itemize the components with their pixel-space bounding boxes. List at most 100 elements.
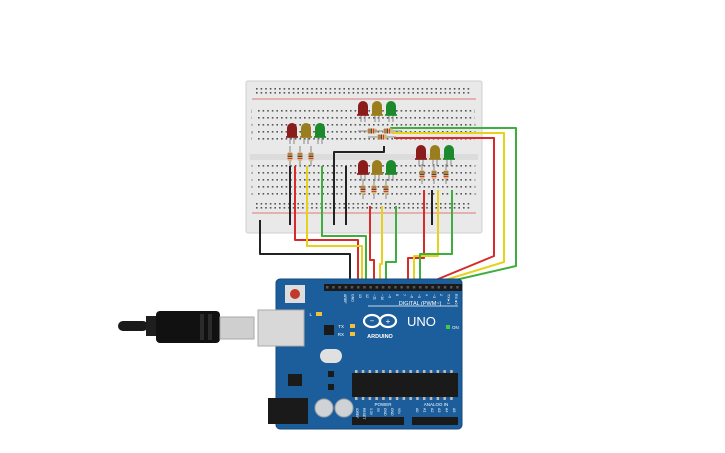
green-led[interactable] [444,145,454,159]
breadboard-hole [469,179,472,181]
jumper-wire[interactable] [394,137,495,285]
header-pin-hole [326,286,329,289]
jumper-wire[interactable] [294,166,359,284]
tx-label: TX [338,324,344,329]
breadboard-hole [440,207,442,209]
breadboard-hole [262,110,265,112]
breadboard-hole [262,186,265,188]
breadboard-hole [463,88,465,90]
breadboard-hole [455,165,458,167]
breadboard-hole [423,179,426,181]
breadboard-hole [389,207,391,209]
power-pin-label: 3.3V [369,408,373,416]
breadboard-hole [453,203,456,205]
digital-header[interactable] [324,284,462,291]
breadboard-hole [276,186,278,188]
breadboard-hole [405,186,407,188]
breadboard-hole [444,207,447,209]
red-led[interactable] [358,160,368,174]
breadboard-hole [313,165,315,167]
breadboard-hole [455,110,458,112]
breadboard-hole [377,117,380,119]
jumper-wire[interactable] [379,206,383,284]
breadboard-hole [467,88,470,90]
reset-button[interactable] [290,289,300,299]
breadboard-hole [455,131,458,133]
red-led[interactable] [416,145,426,159]
jumper-wire[interactable] [321,166,367,284]
jumper-wire[interactable] [385,206,397,284]
usb-plug-grip [208,314,212,340]
breadboard-hole [281,165,283,167]
breadboard-hole [465,131,467,133]
mcu-pin [443,397,446,400]
red-led[interactable] [358,101,368,115]
breadboard-hole [267,193,269,195]
breadboard-hole [394,203,396,205]
jumper-wire[interactable] [333,146,385,225]
breadboard-hole [285,193,288,195]
breadboard-hole [361,92,364,94]
power-header[interactable] [352,417,404,425]
jumper-wire[interactable] [369,206,375,284]
resistor-band [372,128,374,134]
breadboard-hole [258,186,260,188]
breadboard-hole [271,165,274,167]
breadboard-hole [455,117,458,119]
mcu-pin [355,397,358,400]
breadboard-hole [396,110,398,112]
breadboard-hole [297,88,299,90]
yellow-led[interactable] [372,101,382,115]
breadboard-hole [262,172,265,174]
green-led[interactable] [386,160,396,174]
resistor-band [443,175,449,177]
row-letter: g [474,129,476,134]
green-led[interactable] [315,123,325,137]
yellow-led[interactable] [372,160,382,174]
jumper-wire[interactable] [259,220,351,284]
breadboard-hole [437,186,439,188]
breadboard-hole [285,131,288,133]
breadboard-hole [348,203,350,205]
usb-cable[interactable] [118,311,255,343]
jumper-wire[interactable] [392,132,505,285]
breadboard-hole [315,203,318,205]
breadboard-hole [281,110,283,112]
green-led[interactable] [386,101,396,115]
yellow-led[interactable] [430,145,440,159]
breadboard-hole [437,165,439,167]
jumper-wire[interactable] [407,190,425,284]
breadboard-hole [331,124,334,126]
jumper-wire[interactable] [306,166,363,284]
breadboard-hole [317,117,320,119]
power-jack[interactable] [268,398,308,424]
breadboard-hole [451,172,453,174]
breadboard-hole [407,203,410,205]
jumper-wire[interactable] [419,190,453,284]
breadboard-hole [262,124,265,126]
breadboard-hole [368,138,370,140]
breadboard-hole [366,88,368,90]
breadboard-hole [311,203,313,205]
red-led[interactable] [287,123,297,137]
breadboard-hole [258,172,260,174]
yellow-led[interactable] [301,123,311,137]
breadboard-hole [336,117,338,119]
breadboard-hole [403,88,405,90]
breadboard-hole [262,165,265,167]
header-pin-hole [357,286,360,289]
breadboard-hole [297,207,299,209]
digital-pin-label: ~9 [387,294,391,298]
breadboard-hole [405,179,407,181]
breadboard-hole [281,124,283,126]
usb-jack[interactable] [257,309,305,347]
breadboard-hole [281,138,283,140]
jumper-wire[interactable] [413,190,439,284]
breadboard-hole [329,207,332,209]
analog-header[interactable] [412,417,458,425]
jumper-wire[interactable] [390,127,517,285]
breadboard-hole [269,203,272,205]
breadboard-hole [455,179,458,181]
breadboard-hole [359,138,361,140]
